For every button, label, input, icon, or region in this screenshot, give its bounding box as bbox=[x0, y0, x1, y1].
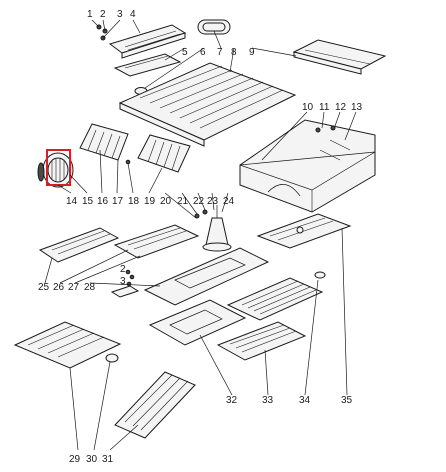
callout-2-lower: 2 bbox=[120, 264, 126, 275]
mat-part-25 bbox=[38, 227, 120, 263]
callout-8: 8 bbox=[231, 47, 237, 58]
oval-cover-part-7 bbox=[197, 19, 231, 35]
mat-part-31 bbox=[114, 371, 196, 439]
callout-23: 23 bbox=[207, 196, 219, 207]
callout-24: 24 bbox=[223, 196, 235, 207]
callout-2: 2 bbox=[100, 9, 106, 20]
mat-part-29 bbox=[13, 321, 122, 369]
screw-parts-lower bbox=[125, 269, 135, 287]
callout-7: 7 bbox=[217, 47, 223, 58]
callout-10: 10 bbox=[302, 102, 314, 113]
callout-11: 11 bbox=[319, 102, 330, 113]
leader-lines bbox=[44, 19, 357, 451]
callout-22: 22 bbox=[193, 196, 205, 207]
callout-32: 32 bbox=[226, 395, 238, 406]
tunnel-cover-part-4 bbox=[108, 24, 187, 59]
callout-31: 31 bbox=[102, 454, 114, 465]
floor-mat-part-8 bbox=[118, 62, 297, 147]
callout-29: 29 bbox=[69, 454, 81, 465]
callout-13: 13 bbox=[351, 102, 363, 113]
callout-15: 15 bbox=[82, 196, 94, 207]
callout-16: 16 bbox=[97, 196, 109, 207]
callout-17: 17 bbox=[112, 196, 124, 207]
callout-labels: 1 2 3 4 5 6 7 8 9 10 11 12 13 14 15 16 1… bbox=[38, 9, 363, 465]
sill-panel-part-35 bbox=[256, 213, 352, 249]
floor-panel-part-32 bbox=[148, 299, 247, 346]
heel-plate-part-16 bbox=[79, 123, 129, 161]
callout-9: 9 bbox=[249, 47, 255, 58]
callout-4: 4 bbox=[130, 9, 136, 20]
panel-part-9 bbox=[292, 39, 387, 75]
bulkhead-part-13 bbox=[239, 119, 376, 213]
fastener-parts-21-22 bbox=[194, 209, 208, 219]
callout-33: 33 bbox=[262, 395, 274, 406]
mat-part-33 bbox=[216, 321, 307, 361]
pedal-pad-part-14 bbox=[37, 152, 74, 188]
callout-3-lower: 3 bbox=[120, 276, 126, 287]
callout-21: 21 bbox=[177, 196, 189, 207]
heel-plate-part-19 bbox=[137, 134, 191, 173]
callout-3: 3 bbox=[117, 9, 123, 20]
mat-part-26-27 bbox=[113, 224, 200, 259]
callout-20: 20 bbox=[160, 196, 172, 207]
callout-12: 12 bbox=[335, 102, 347, 113]
callout-5: 5 bbox=[182, 47, 188, 58]
callout-34: 34 bbox=[299, 395, 311, 406]
panel-part-5 bbox=[113, 53, 182, 77]
mat-part-34 bbox=[226, 271, 326, 321]
gear-lever-boot-part-23 bbox=[202, 205, 232, 252]
callout-35: 35 bbox=[341, 395, 353, 406]
callout-27: 27 bbox=[68, 282, 80, 293]
callout-25: 25 bbox=[38, 282, 50, 293]
callout-6: 6 bbox=[200, 47, 206, 58]
screw-part-1 bbox=[96, 24, 108, 41]
callout-1: 1 bbox=[87, 9, 93, 20]
callout-26: 26 bbox=[53, 282, 65, 293]
plug-part-30 bbox=[105, 353, 119, 363]
callout-28: 28 bbox=[84, 282, 96, 293]
bracket-part bbox=[110, 285, 140, 298]
callout-19: 19 bbox=[144, 196, 156, 207]
callout-18: 18 bbox=[128, 196, 140, 207]
callout-30: 30 bbox=[86, 454, 98, 465]
floor-pan-part-28 bbox=[143, 247, 270, 306]
callout-14: 14 bbox=[66, 196, 78, 207]
